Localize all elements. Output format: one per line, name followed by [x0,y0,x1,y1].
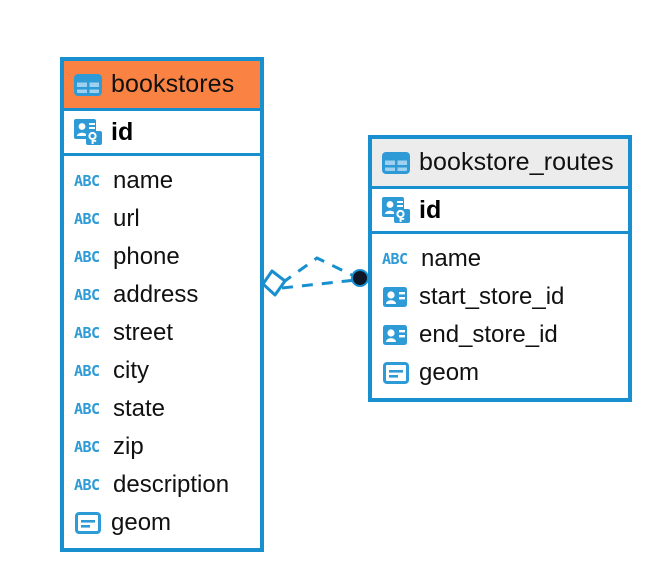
abc-text-icon: ABC [74,323,100,342]
field-list: ABC name ABC url ABC phone ABC [64,156,260,548]
geometry-icon [75,512,101,534]
field-label: url [113,205,140,232]
field-label: start_store_id [419,283,565,310]
foreign-key-icon [383,287,407,307]
primary-key-label: id [419,195,442,224]
entity-header-bookstores[interactable]: bookstores [64,61,260,108]
primary-key-row-id[interactable]: id [372,186,628,234]
primary-key-label: id [111,117,134,146]
abc-text-icon: ABC [74,285,100,304]
entity-title: bookstores [111,70,235,98]
field-label: description [113,471,230,498]
field-row-phone[interactable]: ABC phone [64,238,260,276]
geometry-icon [383,362,409,384]
primary-key-row-id[interactable]: id [64,108,260,156]
field-row-name[interactable]: ABC name [372,240,628,278]
field-label: geom [419,359,480,386]
field-label: street [113,319,174,346]
abc-text-icon: ABC [74,209,100,228]
field-label: zip [113,433,144,460]
abc-text-icon: ABC [74,247,100,266]
abc-text-icon: ABC [74,399,100,418]
field-row-zip[interactable]: ABC zip [64,428,260,466]
diamond-open-marker [261,269,287,297]
abc-text-icon: ABC [74,361,100,380]
connector-line-upper [281,256,357,285]
filled-circle-marker [351,269,369,287]
field-row-address[interactable]: ABC address [64,276,260,314]
field-label: name [421,245,482,272]
table-icon [382,151,410,174]
entity-table-bookstores[interactable]: bookstores id ABC name [60,57,264,552]
field-row-state[interactable]: ABC state [64,390,260,428]
field-label: phone [113,243,180,270]
foreign-key-icon [383,325,407,345]
field-row-url[interactable]: ABC url [64,200,260,238]
field-row-geom[interactable]: geom [64,504,260,542]
field-row-city[interactable]: ABC city [64,352,260,390]
field-row-geom[interactable]: geom [372,354,628,392]
field-row-street[interactable]: ABC street [64,314,260,352]
field-list: ABC name start_store_id [372,234,628,398]
entity-title: bookstore_routes [419,148,614,176]
connector-line-lower [281,278,357,290]
abc-text-icon: ABC [74,171,100,190]
abc-text-icon: ABC [74,437,100,456]
field-row-description[interactable]: ABC description [64,466,260,504]
abc-text-icon: ABC [74,475,100,494]
field-label: name [113,167,174,194]
field-label: address [113,281,199,308]
abc-text-icon: ABC [382,249,408,268]
primary-key-icon [382,197,410,223]
field-row-name[interactable]: ABC name [64,162,260,200]
table-icon [74,73,102,96]
field-label: end_store_id [419,321,558,348]
field-label: geom [111,509,172,536]
field-row-start-store-id[interactable]: start_store_id [372,278,628,316]
entity-header-bookstore-routes[interactable]: bookstore_routes [372,139,628,186]
field-row-end-store-id[interactable]: end_store_id [372,316,628,354]
field-label: city [113,357,149,384]
entity-table-bookstore-routes[interactable]: bookstore_routes id ABC name [368,135,632,402]
primary-key-icon [74,119,102,145]
field-label: state [113,395,166,422]
